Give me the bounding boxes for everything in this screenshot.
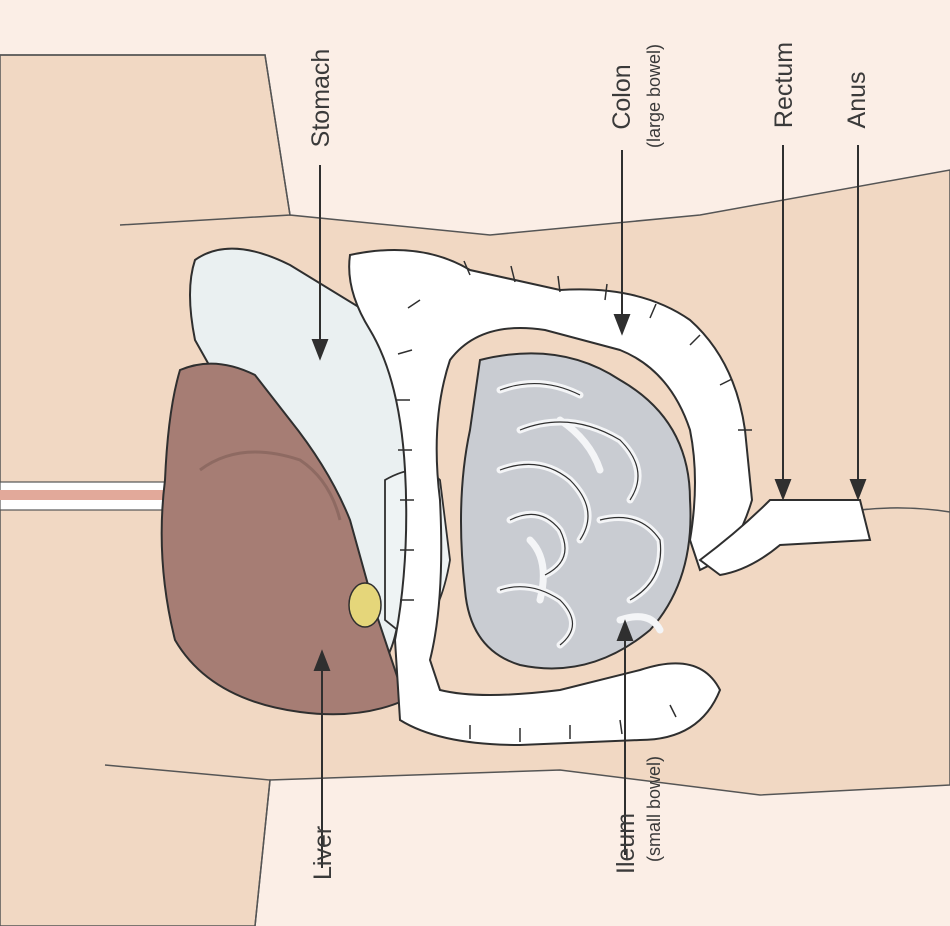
ileum-label: Ileum bbox=[612, 813, 640, 874]
stomach-label: Stomach bbox=[307, 49, 335, 148]
colon-sub-label: (large bowel) bbox=[644, 44, 664, 148]
rectum-label: Rectum bbox=[770, 42, 798, 128]
liver-label: Liver bbox=[309, 826, 337, 880]
oesophagus bbox=[0, 482, 190, 510]
gallbladder-organ bbox=[349, 583, 381, 627]
ileum-sub-label: (small bowel) bbox=[644, 756, 664, 862]
colon-label: Colon bbox=[608, 64, 636, 129]
anus-label: Anus bbox=[843, 72, 871, 129]
